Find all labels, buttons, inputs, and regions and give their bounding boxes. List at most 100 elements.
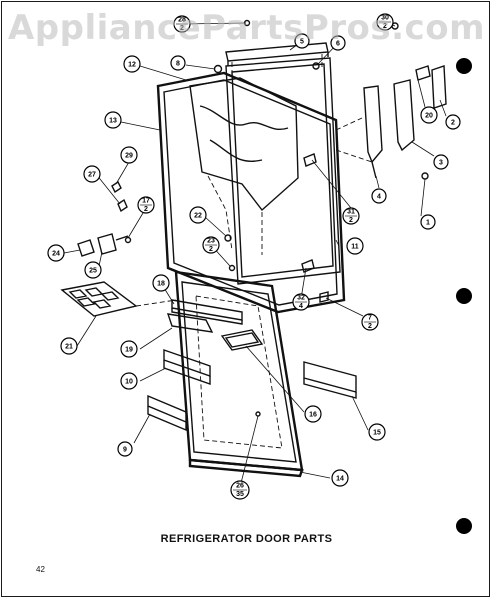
clip-27 (117, 198, 128, 213)
callout-2: 2 (445, 114, 461, 130)
door-bin-9 (147, 394, 187, 432)
callout-label: 22 (194, 213, 202, 220)
stop-22 (224, 234, 232, 242)
callout-sublabel: 4 (299, 303, 303, 310)
callout-24: 24 (47, 244, 65, 262)
clip-31 (303, 153, 317, 167)
screw-26 (255, 411, 261, 417)
callout-23: 23 2 (202, 236, 220, 254)
callout-4: 4 (371, 188, 387, 204)
callout-12: 12 (123, 55, 141, 73)
callout-20: 20 (420, 106, 438, 124)
hinge-bracket-4 (363, 85, 383, 179)
door-panel-15 (303, 361, 357, 399)
clip-32 (301, 259, 315, 273)
callout-label: 20 (425, 113, 433, 120)
callout-label: 8 (176, 61, 180, 68)
butter-compartment-16 (220, 329, 264, 351)
callout-label: 14 (336, 476, 344, 483)
callout-1: 1 (420, 214, 436, 230)
callout-label: 18 (157, 281, 165, 288)
callout-sublabel: 2 (180, 25, 184, 32)
binder-punch-hole-top (456, 58, 472, 74)
callout-label: 30 (381, 15, 389, 22)
callout-label: 4 (377, 194, 381, 201)
callout-sublabel: 2 (383, 23, 387, 30)
callout-sublabel: 35 (236, 491, 244, 498)
callout-32: 32 4 (292, 293, 310, 311)
callout-5: 5 (294, 33, 310, 49)
inner-door-liner-14 (174, 270, 304, 478)
callout-label: 6 (336, 41, 340, 48)
screw-17 (124, 236, 132, 244)
screw-1 (421, 172, 429, 180)
diagram-caption: REFRIGERATOR DOOR PARTS (160, 533, 333, 545)
callout-15: 15 (368, 423, 386, 441)
page-number: 42 (36, 565, 45, 574)
callout-26: 26 35 (230, 480, 250, 500)
callout-label: 9 (123, 447, 127, 454)
callout-label: 31 (347, 209, 355, 216)
callout-31: 31 2 (342, 207, 360, 225)
callout-25: 25 (84, 261, 102, 279)
callout-label: 3 (439, 160, 443, 167)
callout-label: 7 (368, 315, 372, 322)
callout-16: 16 (304, 405, 322, 423)
callout-label: 13 (109, 118, 117, 125)
leader-lines (63, 21, 447, 488)
callout-label: 16 (309, 412, 317, 419)
egg-tray-21 (60, 281, 138, 317)
callout-label: 21 (65, 344, 73, 351)
insulation-block (189, 77, 299, 212)
callout-label: 26 (236, 483, 244, 490)
callout-10: 10 (120, 372, 138, 390)
callout-3: 3 (433, 154, 449, 170)
callout-label: 1 (426, 220, 430, 227)
callout-label: 32 (297, 295, 305, 302)
shelf-rail-18 (171, 299, 243, 325)
screw-6 (312, 62, 320, 70)
callout-label: 11 (351, 244, 359, 251)
callout-label: 15 (373, 430, 381, 437)
callout-label: 5 (300, 39, 304, 46)
callout-11: 11 (346, 237, 364, 255)
callout-29: 29 (120, 146, 138, 164)
door-shelf-19 (166, 313, 214, 333)
callout-13: 13 (104, 111, 122, 129)
door-gasket-11 (225, 57, 341, 285)
callout-30: 30 2 (376, 13, 394, 31)
callout-sublabel: 2 (209, 246, 213, 253)
hinge-24-25 (77, 233, 129, 257)
callout-6: 6 (330, 35, 346, 51)
callout-label: 27 (88, 172, 96, 179)
hinge-bracket-3 (393, 79, 415, 152)
callout-label: 12 (128, 62, 136, 69)
callout-sublabel: 2 (144, 206, 148, 213)
callout-22: 22 (189, 206, 207, 224)
callout-label: 29 (125, 153, 133, 160)
door-bin-10 (163, 349, 211, 385)
callout-label: 23 (207, 238, 215, 245)
callout-sublabel: 2 (368, 323, 372, 330)
callout-19: 19 (120, 340, 138, 358)
callout-27: 27 (83, 165, 101, 183)
callout-9: 9 (117, 441, 133, 457)
callout-28: 28 2 (173, 15, 191, 33)
screw-23 (228, 264, 236, 272)
hinge-pin-20 (415, 65, 431, 81)
callout-21: 21 (60, 337, 78, 355)
callout-label: 17 (142, 198, 150, 205)
hinge-plate-2 (431, 65, 447, 109)
stud-7 (319, 291, 329, 303)
callout-label: 25 (89, 268, 97, 275)
callout-label: 28 (178, 17, 186, 24)
binder-punch-hole-middle (456, 288, 472, 304)
callout-label: 19 (125, 347, 133, 354)
callout-label: 10 (125, 379, 133, 386)
callout-14: 14 (331, 469, 349, 487)
screw-8 (213, 64, 223, 74)
callout-8: 8 (170, 55, 186, 71)
callout-7: 7 2 (361, 313, 379, 331)
